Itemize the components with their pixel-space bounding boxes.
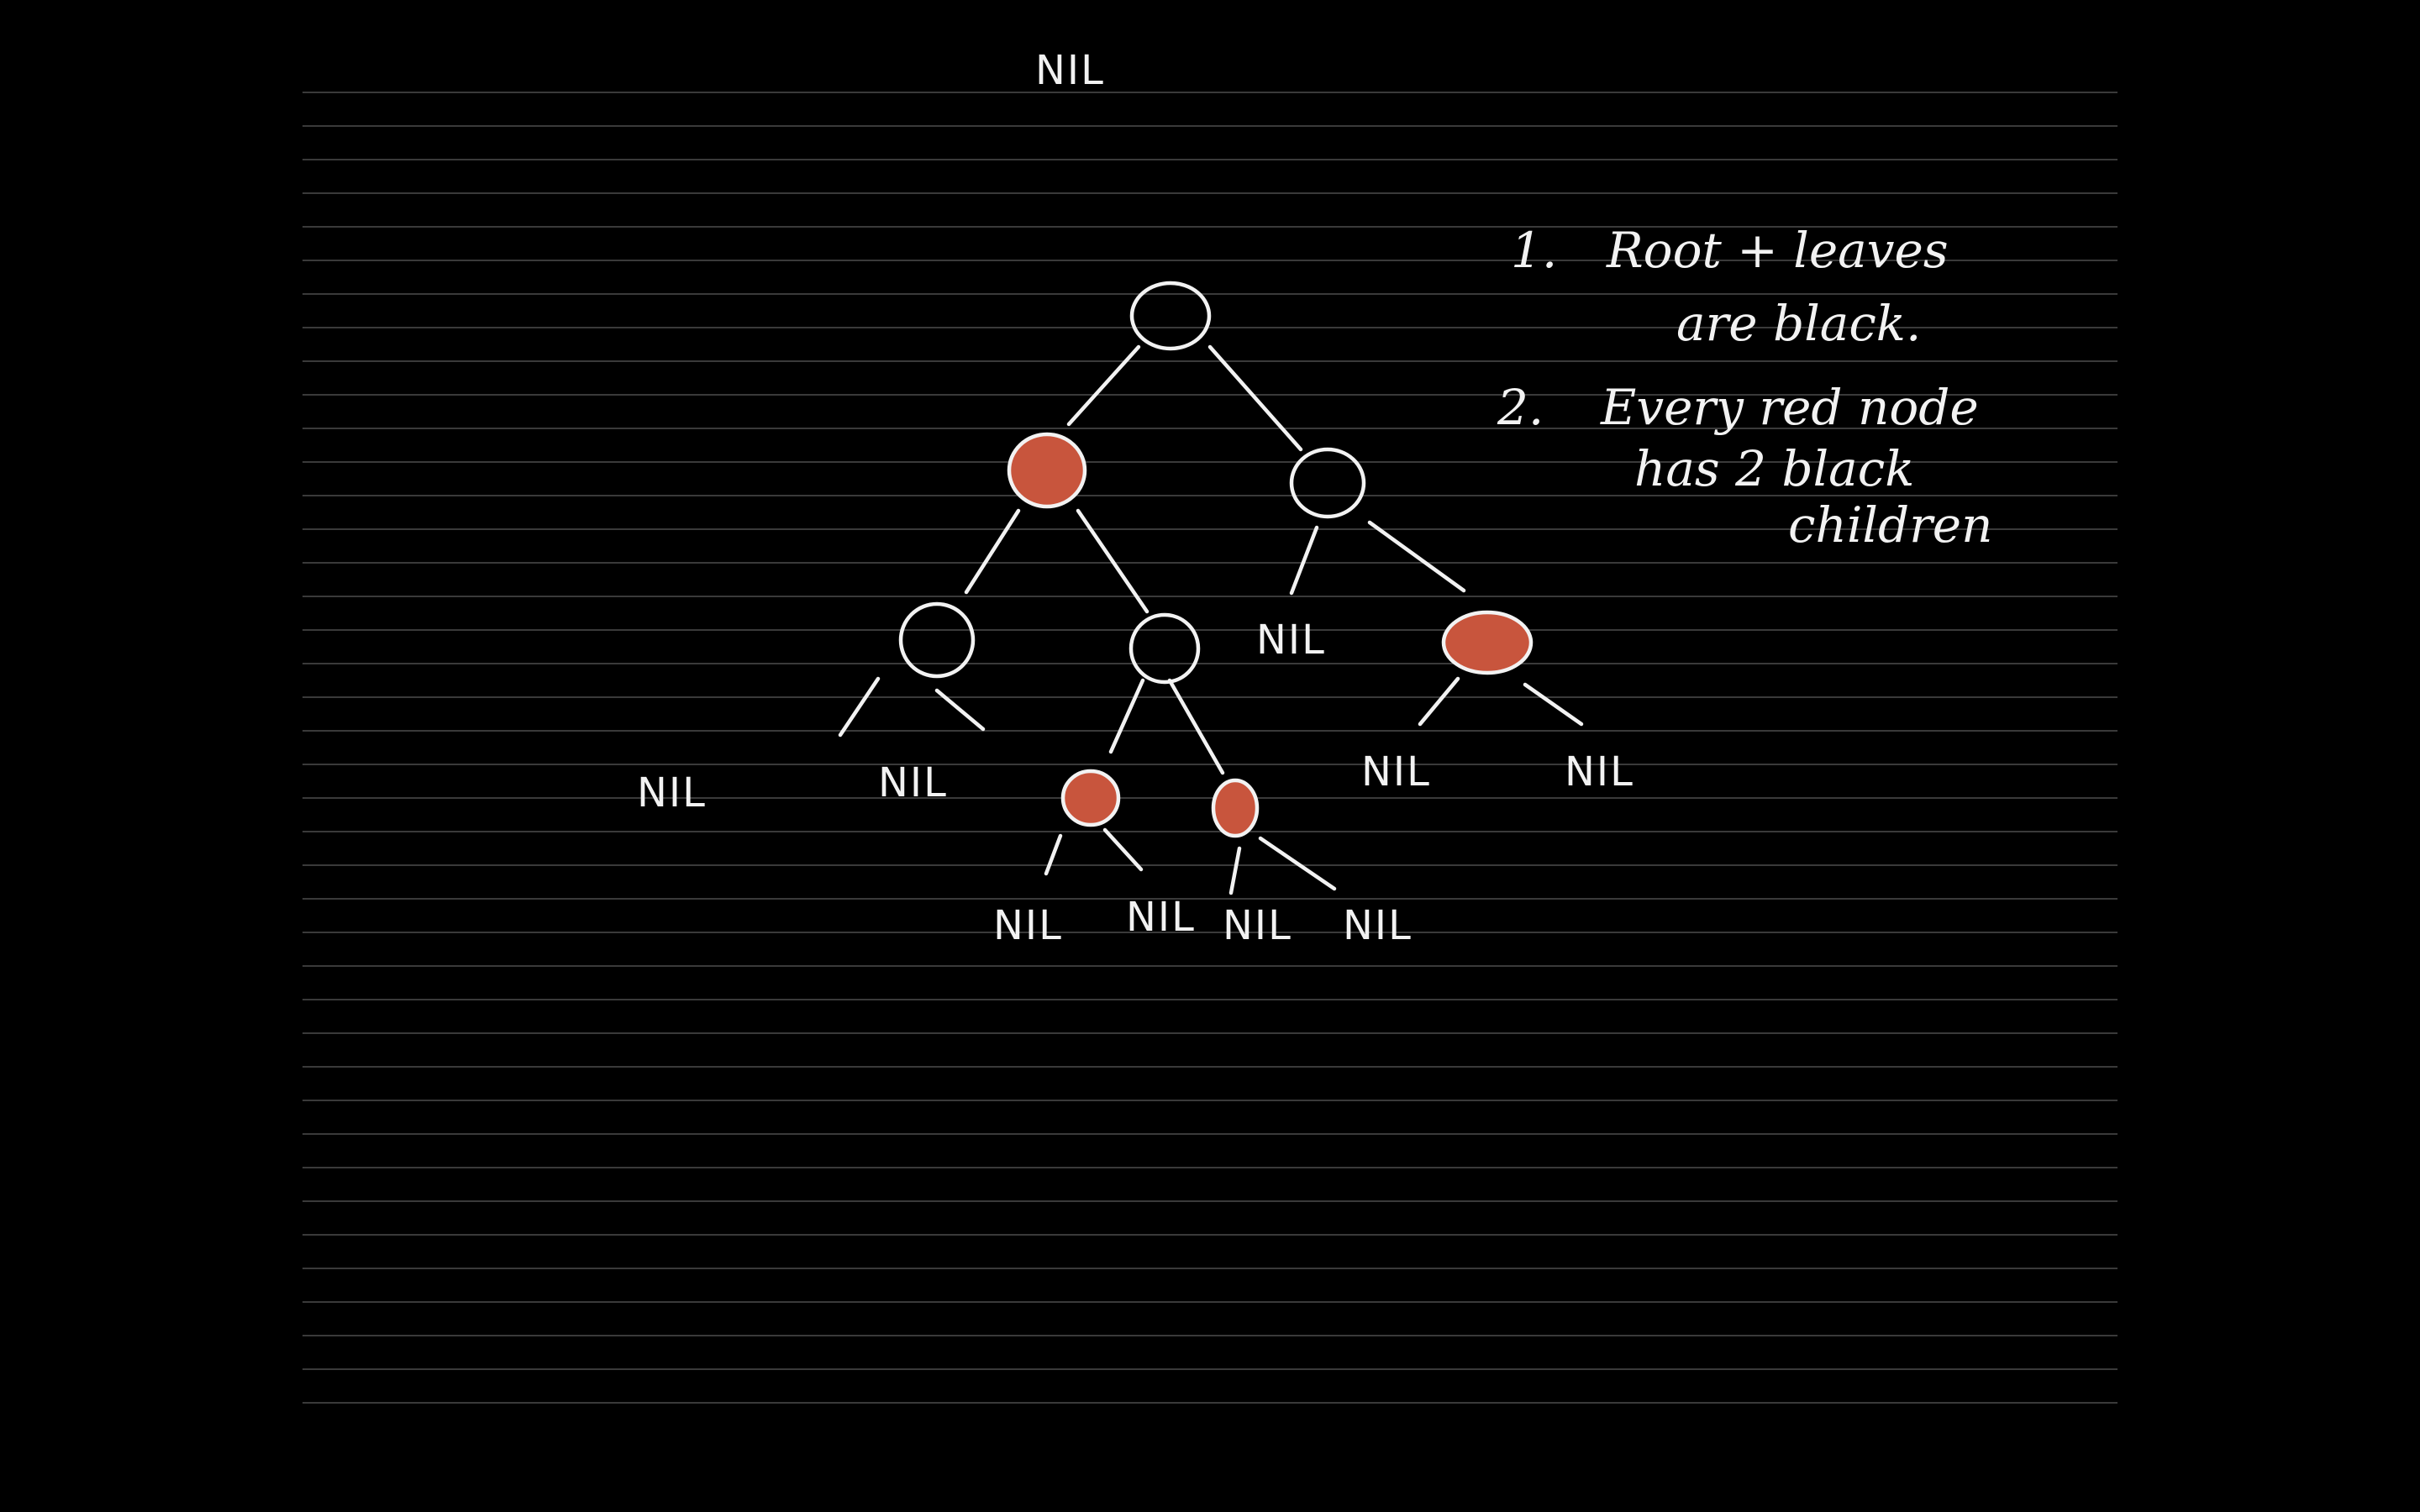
edge-root-left [1066,344,1141,427]
node-right-right-red [1441,610,1534,675]
rule-1-line-2: are black. [1676,295,1921,352]
node-left-red [1007,432,1087,509]
edge-rr-nil-left [1418,676,1460,727]
nil-leaf: NIL [1256,617,1326,664]
rule-2-line-2: has 2 black [1634,440,1914,497]
rule-1-line-1: Root + leaves [1606,222,1949,279]
rules-notes: 1. Root + leaves are black. 2. Every red… [1497,222,1992,554]
node-lr-right-red [1211,778,1260,838]
rule-2-number: 2. [1497,379,1544,436]
rule-2-line-1: Every red node [1600,379,1979,436]
edge-left-leftright [1076,508,1150,614]
nil-leaf: NIL [1361,748,1431,795]
edge-lrl-nil-left [1044,833,1063,876]
node-right [1289,447,1366,519]
node-lr-left-red [1060,769,1121,827]
tree-nodes [898,281,1534,838]
edge-ll-nil-right [934,688,986,732]
edge-right-nil [1289,525,1319,596]
edge-lr-right [1167,678,1225,775]
ruled-paper-lines [302,92,2118,1404]
tree-edges [838,344,1584,895]
edge-right-rightright [1367,520,1466,593]
nil-leaf: NIL [1223,902,1292,949]
nil-leaf: NIL [878,759,948,806]
top-cropped-text: NIL [1035,47,1105,94]
rule-1-number: 1. [1511,222,1557,279]
edge-lrr-nil-left [1228,846,1242,895]
edge-rr-nil-right [1523,682,1584,727]
edge-lr-left [1108,678,1145,754]
nil-leaf: NIL [637,769,707,816]
edge-lrr-nil-right [1258,836,1337,891]
rule-2-line-3: children [1788,496,1992,554]
edge-left-leftleft [964,508,1021,595]
nil-leaves: NIL NIL NIL NIL NIL NIL NIL NIL NIL [637,617,1634,949]
edge-root-right [1207,344,1303,452]
nil-leaf: NIL [1126,894,1196,941]
node-root [1129,281,1212,351]
node-left-right [1128,612,1201,685]
edge-lrl-nil-right [1102,827,1144,872]
node-left-left [898,601,976,679]
nil-leaf: NIL [1343,902,1413,949]
nil-leaf: NIL [1565,748,1634,795]
nil-leaf: NIL [993,902,1063,949]
edge-ll-nil-left [838,676,881,738]
